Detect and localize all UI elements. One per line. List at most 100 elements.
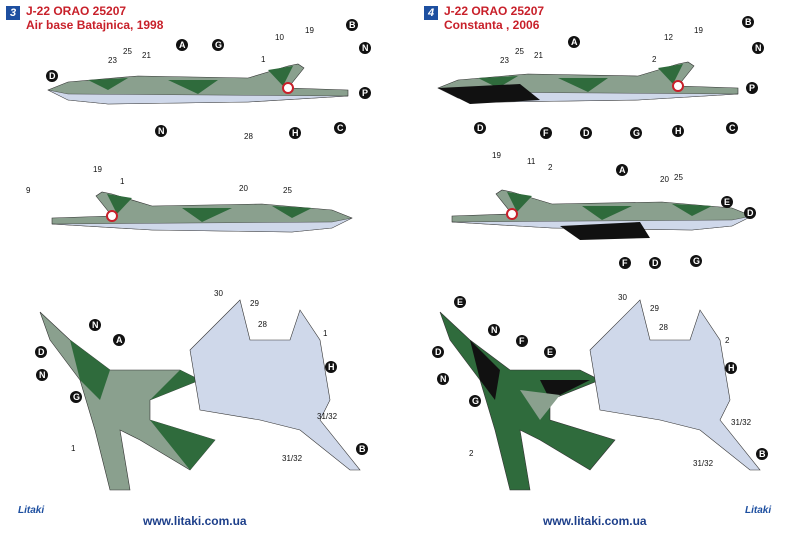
- panel-number: 4: [424, 6, 438, 20]
- svg-text:29: 29: [250, 299, 259, 308]
- svg-text:19: 19: [492, 151, 501, 160]
- svg-text:N: N: [440, 374, 447, 384]
- panel-4-header: 4 J-22 ORAO 25207 Constanta , 2006: [424, 4, 544, 32]
- svg-text:D: D: [435, 347, 442, 357]
- svg-text:D: D: [747, 208, 754, 218]
- svg-text:1: 1: [71, 444, 76, 453]
- svg-text:D: D: [49, 71, 56, 81]
- svg-text:20: 20: [660, 175, 669, 184]
- svg-text:30: 30: [214, 289, 223, 298]
- svg-text:N: N: [39, 370, 46, 380]
- panel-4-side-view-2: [451, 189, 753, 240]
- svg-text:G: G: [633, 128, 640, 138]
- svg-text:A: A: [619, 165, 626, 175]
- svg-text:9: 9: [26, 186, 31, 195]
- svg-text:B: B: [745, 17, 752, 27]
- svg-text:A: A: [179, 40, 186, 50]
- svg-text:31/32: 31/32: [731, 418, 752, 427]
- svg-text:19: 19: [694, 26, 703, 35]
- svg-text:N: N: [362, 43, 369, 53]
- svg-text:28: 28: [659, 323, 668, 332]
- panel-3-side-view-2: [51, 191, 353, 233]
- panel-number: 3: [6, 6, 20, 20]
- svg-text:31/32: 31/32: [693, 459, 714, 468]
- svg-text:N: N: [158, 126, 165, 136]
- svg-text:20: 20: [239, 184, 248, 193]
- svg-text:23: 23: [500, 56, 509, 65]
- svg-text:E: E: [724, 197, 730, 207]
- svg-text:1: 1: [323, 329, 328, 338]
- svg-text:N: N: [491, 325, 498, 335]
- svg-text:21: 21: [142, 51, 151, 60]
- panel-title: J-22 ORAO 25207: [26, 4, 127, 18]
- svg-text:H: H: [328, 362, 335, 372]
- svg-text:F: F: [543, 128, 549, 138]
- svg-text:29: 29: [650, 304, 659, 313]
- svg-text:23: 23: [108, 56, 117, 65]
- footer-url-right[interactable]: www.litaki.com.ua: [543, 514, 647, 528]
- svg-text:D: D: [477, 123, 484, 133]
- svg-text:D: D: [583, 128, 590, 138]
- svg-text:B: B: [349, 20, 356, 30]
- svg-text:P: P: [362, 88, 368, 98]
- number-labels: 25 21 23 10 19 1 28 19 9 1 20 25 30 29 2…: [26, 26, 752, 468]
- svg-text:G: G: [215, 40, 222, 50]
- litaki-logo: Litaki: [18, 505, 45, 516]
- svg-text:30: 30: [618, 293, 627, 302]
- panel-3-bottom-view: [189, 299, 361, 471]
- svg-text:H: H: [675, 126, 682, 136]
- svg-text:G: G: [693, 256, 700, 266]
- svg-text:A: A: [116, 335, 123, 345]
- svg-text:G: G: [472, 396, 479, 406]
- svg-text:B: B: [759, 449, 766, 459]
- panel-3-side-view: [47, 63, 349, 105]
- svg-text:C: C: [729, 123, 736, 133]
- panel-4-side-view: [437, 61, 739, 104]
- svg-text:2: 2: [652, 55, 657, 64]
- svg-text:31/32: 31/32: [282, 454, 303, 463]
- litaki-logo: Litaki: [745, 505, 772, 516]
- panel-subtitle: Constanta , 2006: [444, 18, 540, 32]
- panel-subtitle: Air base Batajnica, 1998: [26, 18, 164, 32]
- svg-text:N: N: [755, 43, 762, 53]
- svg-text:1: 1: [261, 55, 266, 64]
- svg-text:D: D: [652, 258, 659, 268]
- svg-text:25: 25: [674, 173, 683, 182]
- svg-text:19: 19: [93, 165, 102, 174]
- panel-title: J-22 ORAO 25207: [444, 4, 545, 18]
- svg-text:12: 12: [664, 33, 673, 42]
- svg-text:31/32: 31/32: [317, 412, 338, 421]
- svg-text:B: B: [359, 444, 366, 454]
- svg-text:21: 21: [534, 51, 543, 60]
- svg-text:E: E: [547, 347, 553, 357]
- svg-text:A: A: [571, 37, 578, 47]
- svg-text:H: H: [728, 363, 735, 373]
- svg-text:H: H: [292, 128, 299, 138]
- svg-text:P: P: [749, 83, 755, 93]
- footer-url-left[interactable]: www.litaki.com.ua: [143, 514, 247, 528]
- svg-text:25: 25: [123, 47, 132, 56]
- svg-text:19: 19: [305, 26, 314, 35]
- svg-text:25: 25: [515, 47, 524, 56]
- svg-text:1: 1: [120, 177, 125, 186]
- svg-text:F: F: [519, 336, 525, 346]
- svg-text:2: 2: [469, 449, 474, 458]
- callouts: A G B N P C H D N A B N P C H G D F D A …: [35, 16, 768, 460]
- svg-text:C: C: [337, 123, 344, 133]
- svg-text:10: 10: [275, 33, 284, 42]
- svg-text:N: N: [92, 320, 99, 330]
- panel-3-top-view: [39, 311, 216, 491]
- panel-4-top-view: [439, 311, 616, 491]
- svg-text:E: E: [457, 297, 463, 307]
- svg-text:F: F: [622, 258, 628, 268]
- svg-text:2: 2: [725, 336, 730, 345]
- svg-text:28: 28: [258, 320, 267, 329]
- svg-text:25: 25: [283, 186, 292, 195]
- svg-text:28: 28: [244, 132, 253, 141]
- panel-4-bottom-view: [589, 299, 761, 471]
- svg-text:G: G: [73, 392, 80, 402]
- svg-text:2: 2: [548, 163, 553, 172]
- svg-text:11: 11: [527, 157, 536, 166]
- panel-3-header: 3 J-22 ORAO 25207 Air base Batajnica, 19…: [6, 4, 163, 32]
